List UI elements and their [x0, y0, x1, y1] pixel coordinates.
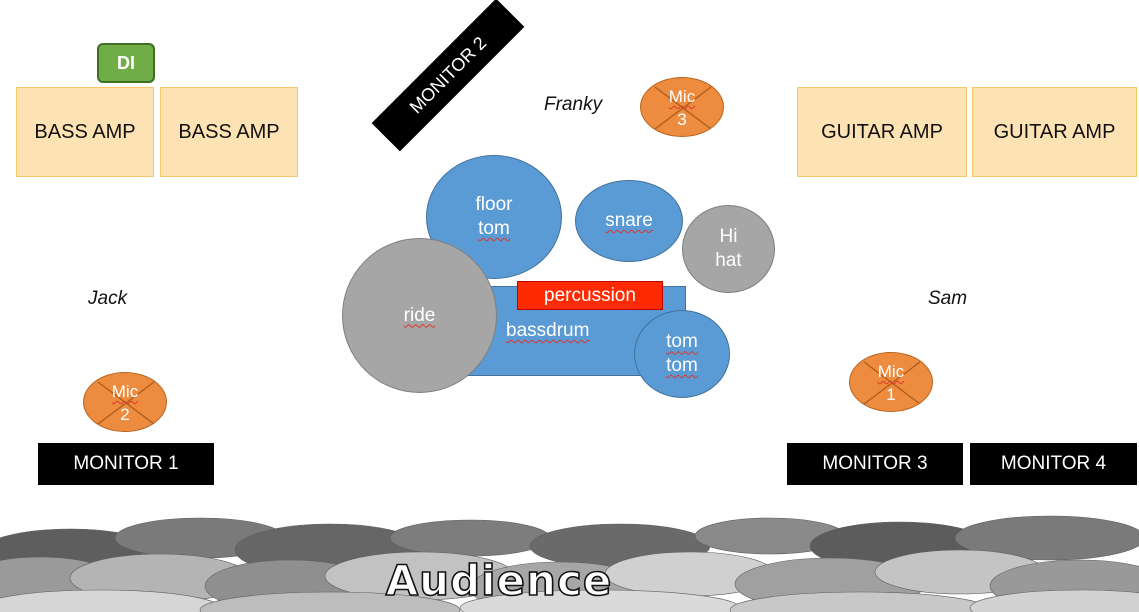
percussion: percussion — [517, 281, 663, 310]
mic-3-number: 3 — [677, 110, 687, 129]
ride-cymbal: ride — [342, 238, 497, 393]
guitar-amp-2-label: GUITAR AMP — [993, 120, 1116, 143]
musician-jack: Jack — [88, 288, 128, 309]
mic-cross-icon — [654, 86, 712, 130]
musician-franky: Franky — [544, 94, 603, 115]
tom-tom: tom tom — [634, 310, 730, 398]
bass-amp-2: BASS AMP — [160, 87, 298, 177]
bass-amp-1-label: BASS AMP — [34, 120, 136, 143]
floor-tom-label-2: tom — [478, 218, 510, 239]
mic-cross-icon — [97, 381, 155, 425]
bassdrum-label: bassdrum — [506, 320, 590, 341]
mic-1-word: Mic — [877, 362, 905, 381]
tom-tom-label-1: tom — [666, 331, 698, 353]
di-label: DI — [117, 52, 135, 73]
tom-tom-label-2: tom — [666, 355, 698, 376]
mic-cross-icon — [863, 361, 921, 405]
hi-hat-label-1: Hi — [719, 226, 738, 248]
mic-1: Mic 1 — [849, 352, 933, 412]
percussion-label: percussion — [544, 284, 636, 306]
snare-label: snare — [605, 210, 653, 232]
mic-3-word: Mic — [668, 87, 696, 106]
monitor-3: MONITOR 3 — [787, 443, 963, 485]
monitor-4-label: MONITOR 4 — [1000, 453, 1107, 474]
monitor-4: MONITOR 4 — [970, 443, 1137, 485]
di-box: DI — [97, 43, 155, 83]
audience-label: Audience — [385, 555, 613, 606]
bass-amp-1: BASS AMP — [16, 87, 154, 177]
monitor-1-label: MONITOR 1 — [73, 453, 179, 474]
monitor-1: MONITOR 1 — [38, 443, 214, 485]
guitar-amp-1: GUITAR AMP — [797, 87, 967, 177]
monitor-3-label: MONITOR 3 — [822, 453, 928, 474]
guitar-amp-2: GUITAR AMP — [972, 87, 1137, 177]
mic-3: Mic 3 — [640, 77, 724, 137]
audience-crowd — [0, 515, 1139, 612]
guitar-amp-1-label: GUITAR AMP — [821, 120, 943, 143]
hi-hat: Hi hat — [682, 205, 775, 293]
hi-hat-label-2: hat — [715, 250, 742, 271]
mic-2: Mic 2 — [83, 372, 167, 432]
mic-1-number: 1 — [886, 385, 896, 404]
ride-label: ride — [403, 304, 436, 326]
musician-sam: Sam — [928, 288, 968, 309]
mic-2-number: 2 — [120, 405, 130, 424]
bass-amp-2-label: BASS AMP — [178, 120, 280, 143]
mic-2-word: Mic — [111, 382, 139, 401]
monitor-2-label: MONITOR 2 — [405, 32, 490, 117]
floor-tom-label-1: floor — [475, 194, 513, 216]
monitor-2: MONITOR 2 — [371, 0, 525, 152]
snare-drum: snare — [575, 180, 683, 262]
